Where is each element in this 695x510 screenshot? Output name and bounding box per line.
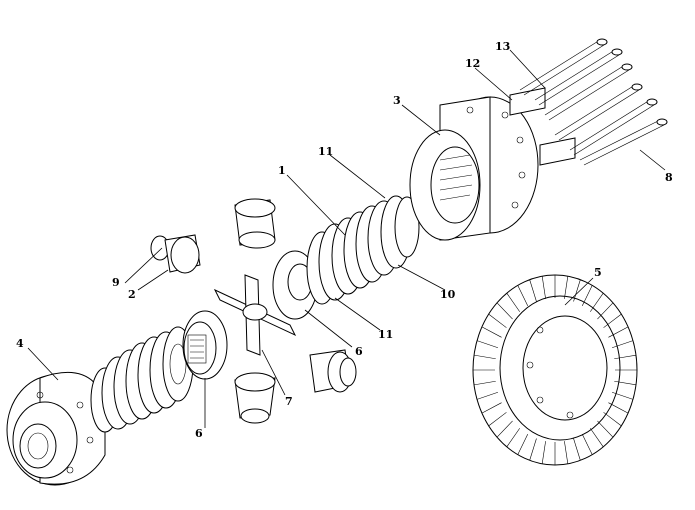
ring-gear-tooth [473, 380, 496, 386]
ring-gear-tooth [614, 380, 637, 386]
ring-gear-tooth [496, 302, 513, 320]
ring-gear-tooth [506, 292, 520, 312]
side-gear-right [272, 250, 318, 320]
callout-4: 4 [16, 337, 24, 350]
ring-gear [472, 274, 638, 466]
ring-gear-tooth [488, 313, 507, 328]
differential-housing-left [6, 371, 106, 486]
callout-7: 7 [285, 395, 293, 408]
callout-3: 3 [393, 94, 401, 107]
callout-10: 10 [440, 288, 456, 301]
callout-8: 8 [665, 171, 673, 184]
pinion-gear-top [234, 198, 276, 249]
bolts-and-lock-plates [509, 38, 668, 166]
callout-11-top: 11 [318, 145, 333, 158]
ring-gear-tooth [581, 434, 593, 455]
ring-gear-tooth [590, 428, 604, 448]
pinion-gear-right [309, 349, 357, 393]
ring-gear-tooth [611, 391, 634, 400]
ring-gear-tooth [541, 441, 546, 464]
ring-gear-tooth [611, 340, 634, 349]
ring-gear-tooth [573, 438, 581, 461]
ring-gear-tooth [603, 412, 622, 427]
clutch-pack-right [306, 195, 420, 305]
ring-gear-tooth [481, 402, 502, 414]
ring-gear-tooth [517, 285, 529, 306]
leader-lines [27, 49, 666, 428]
clutch-pack-left [90, 326, 194, 433]
ring-gear-tooth [590, 292, 604, 312]
ring-gear-tooth [597, 302, 614, 320]
ring-gear-tooth [614, 354, 637, 360]
ring-gear-tooth [476, 340, 499, 349]
ring-gear-tooth [506, 428, 520, 448]
callout-12: 12 [465, 57, 480, 70]
ring-gear-tooth [541, 276, 546, 299]
ring-gear-tooth [581, 285, 593, 306]
ring-gear-tooth [476, 391, 499, 400]
ring-gear-tooth [608, 326, 629, 338]
ring-gear-tooth [597, 420, 614, 438]
pinion-gear-bottom [234, 372, 276, 424]
callout-2: 2 [128, 288, 136, 301]
pinion-gear-washer [150, 234, 201, 274]
ring-gear-tooth [496, 420, 513, 438]
callout-labels: 1 2 3 4 5 6 6 7 8 9 10 11 11 12 13 [16, 40, 673, 440]
callout-1: 1 [278, 164, 286, 177]
callout-13: 13 [495, 40, 510, 53]
callout-6-right: 6 [355, 345, 363, 358]
callout-6-left: 6 [195, 427, 203, 440]
ring-gear-tooth [517, 434, 529, 455]
cross-shaft [213, 274, 297, 356]
side-gear-left [182, 310, 228, 380]
ring-gear-tooth [488, 412, 507, 427]
ring-gear-tooth [481, 326, 502, 338]
ring-gear-tooth [564, 276, 569, 299]
ring-gear-tooth [529, 279, 537, 302]
differential-housing-right [409, 96, 539, 241]
ring-gear-tooth [473, 354, 496, 360]
ring-gear-tooth [564, 441, 569, 464]
callout-5: 5 [594, 266, 602, 279]
ring-gear-tooth [573, 279, 581, 302]
ring-gear-tooth [529, 438, 537, 461]
ring-gear-tooth [608, 402, 629, 414]
callout-11-bottom: 11 [378, 328, 393, 341]
ring-gear-tooth [603, 313, 622, 328]
callout-9: 9 [112, 276, 120, 289]
